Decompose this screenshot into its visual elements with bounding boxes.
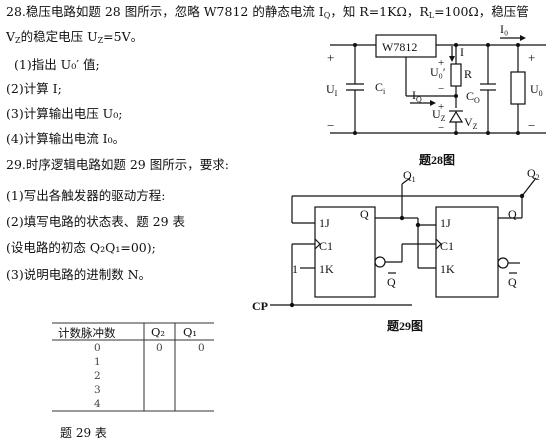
ff1-qbar: Q [387,275,396,289]
ff1-k: 1K [319,262,334,276]
ff2-k: 1K [440,262,455,276]
co-label: CO [466,89,480,105]
ff1-q: Q [360,207,369,221]
ff1-c: C1 [319,239,333,253]
iq-label: IQ [412,88,422,104]
table29-header-q1: Q₁ [183,325,198,339]
q28-item4: (4)计算输出电流 I₀。 [6,131,126,146]
ui-label: UI [326,82,338,98]
i-label: I [460,45,464,59]
uz-minus: − [438,122,444,134]
ff2-q: Q [508,207,517,221]
ff2-c: C1 [440,239,454,253]
table-row: 2 [94,370,101,382]
q29-item3: (设电路的初态 Q₂Q₁=00); [6,240,156,255]
q1-label: Q1 [403,168,416,184]
uz-plus: + [438,101,444,113]
uo-prime-minus: − [438,83,444,95]
ff2-qbar: Q [508,275,517,289]
vz-label: VZ [464,115,478,131]
ci-label: Ci [375,80,386,96]
uo-minus: − [528,118,535,133]
table29-header-count: 计数脉冲数 [58,326,116,340]
q28-line1: 28.稳压电路如题 28 图所示，忽略 W7812 的静态电流 IQ，知 R=1… [6,4,529,20]
q29-item4: (3)说明电路的进制数 N。 [6,267,152,282]
ff2-j: 1J [440,216,451,230]
table-row: 1 [94,356,101,368]
chip-label: W7812 [382,40,417,54]
uo-plus: + [528,50,535,65]
uo-prime-label: U₀′ [430,65,446,79]
q28-item3: (3)计算输出电压 U₀; [6,106,123,121]
uz-label: UZ [432,107,446,123]
io-label: I₀ [500,22,508,36]
r-label: R [464,67,472,81]
cp-label: CP [252,299,268,313]
q29-item1: (1)写出各触发器的驱动方程: [6,188,166,203]
q29-item2: (2)填写电路的状态表、题 29 表 [6,214,186,229]
uo-label: U0 [530,82,543,98]
table-row: 4 [94,398,101,410]
uo-prime-plus: + [438,57,444,69]
ui-plus: + [327,50,334,65]
q2-label: Q2 [527,166,540,182]
q29-title: 29.时序逻辑电路如题 29 图所示，要求: [6,157,229,172]
k-one: 1 [292,262,298,276]
ui-minus: − [327,118,334,133]
fig28-caption: 题28图 [419,153,455,167]
table-row: 3 [94,384,101,396]
q28-item1: (1)指出 U₀′ 值; [14,57,100,72]
table29: 计数脉冲数 Q₂ Q₁ 0 0 0 1 2 3 4 [52,322,214,412]
ff1-j: 1J [319,216,330,230]
q28-line2: VZ的稳定电压 UZ=5V。 [6,29,144,45]
fig29-caption: 题29图 [387,319,423,333]
table29-header-q2: Q₂ [151,325,166,339]
q28-item2: (2)计算 I; [6,81,62,96]
table-row: 0 0 0 [94,342,205,354]
table29-caption: 题 29 表 [60,426,107,440]
